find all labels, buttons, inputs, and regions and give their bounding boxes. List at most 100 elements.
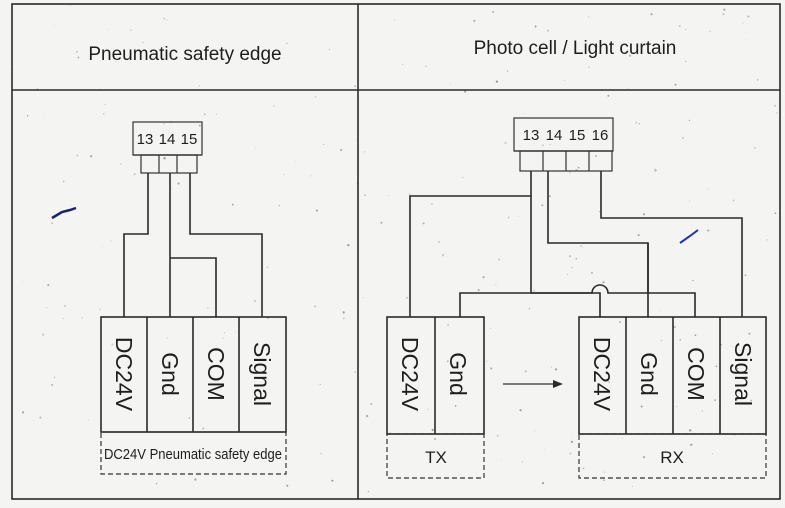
speckle-dot [732,345,734,347]
speckle-dot [658,310,660,311]
speckle-dot [74,53,76,54]
speckle-dot [628,54,632,57]
speckle-dot [690,443,693,446]
speckle-dot [575,257,578,260]
speckle-dot [235,331,236,332]
speckle-dot [130,29,132,32]
speckle-dot [446,323,450,326]
speckle-dot [577,166,580,169]
speckle-dot [53,376,56,378]
speckle-dot [119,163,122,165]
speckle-dot [458,474,460,476]
speckle-dot [715,365,718,368]
speckle-dot [567,448,569,449]
speckle-dot [316,209,318,211]
speckle-dot [534,430,536,432]
left-terminal-15: 15 [181,131,198,148]
speckle-dot [486,360,488,362]
speckle-dot [266,266,269,269]
speckle-dot [654,168,656,169]
speckle-dot [506,70,509,72]
speckle-dot [216,113,217,115]
speckle-dot [689,429,692,432]
speckle-dot [314,95,317,98]
left-wires [123,173,263,317]
speckle-dot [314,305,317,308]
speckle-dot [315,209,318,212]
speckle-dot [310,175,312,177]
speckle-dot [422,222,425,225]
speckle-dot [163,157,166,160]
speckle-dot [744,39,745,41]
speckle-dot [76,51,78,53]
speckle-dot [554,368,558,371]
speckle-dot [588,66,590,68]
speckle-dot [198,124,201,127]
speckle-dot [691,280,693,282]
speckle-dot [482,275,485,279]
rx-label-dc24v: DC24V [589,337,615,412]
speckle-dot [490,367,493,370]
speckle-dot [660,339,663,342]
speckle-dot [71,204,73,206]
speckle-dot [364,194,366,196]
speckle-dot [507,216,510,219]
speckle-dot [408,193,411,195]
speckle-dot [500,460,502,461]
speckle-dot [602,479,605,482]
speckle-dot [322,314,324,316]
speckle-dot [523,113,525,115]
speckle-dot [551,385,553,387]
tx-label-dc24v: DC24V [397,337,423,412]
speckle-dot [618,321,621,323]
speckle-dot [603,471,606,473]
speckle-dot [590,271,593,274]
speckle-dot [203,113,206,116]
speckle-dot [142,42,144,44]
speckle-dot [602,281,605,284]
speckle-dot [46,307,48,309]
tx-device-box: DC24V Gnd TX [386,316,485,479]
speckle-dot [747,15,750,18]
speckle-dot [286,484,289,487]
speckle-dot [53,25,55,27]
speckle-dot [364,151,366,153]
speckle-dot [21,411,25,414]
speckle-dot [406,296,408,299]
speckle-dot [709,30,711,32]
right-terminal-14: 14 [546,127,563,144]
speckle-dot [365,414,369,418]
speckle-dot [319,383,321,386]
speckle-dot [427,408,429,410]
speckle-dot [631,485,633,487]
speckle-dot [44,118,46,120]
tx-caption: TX [425,448,447,467]
speckle-dot [464,90,467,93]
speckle-dot [73,57,74,58]
speckle-dot [736,367,739,370]
speckle-dot [744,31,746,33]
right-wires [409,171,743,317]
header-photo-cell-light-curtain: Photo cell / Light curtain [474,38,677,59]
speckle-dot [568,171,572,174]
speckle-dot [329,159,330,160]
speckle-dot [530,103,532,104]
speckle-dot [450,83,452,85]
speckle-dot [543,447,545,449]
speckle-dot [753,146,756,149]
speckle-dot [424,65,427,68]
speckle-dot [166,19,168,21]
speckle-dot [39,416,42,419]
speckle-dot [519,409,522,412]
speckle-dot [198,85,201,87]
speckle-dot [678,25,681,27]
speckle-dot [231,203,234,206]
speckle-dot [774,212,777,215]
speckle-dot [322,143,325,146]
speckle-dot [608,381,610,383]
speckle-dot [283,174,285,176]
speckle-dot [490,328,491,329]
speckle-dot [640,405,643,408]
speckle-dot [766,239,768,241]
speckle-dot [723,8,726,11]
